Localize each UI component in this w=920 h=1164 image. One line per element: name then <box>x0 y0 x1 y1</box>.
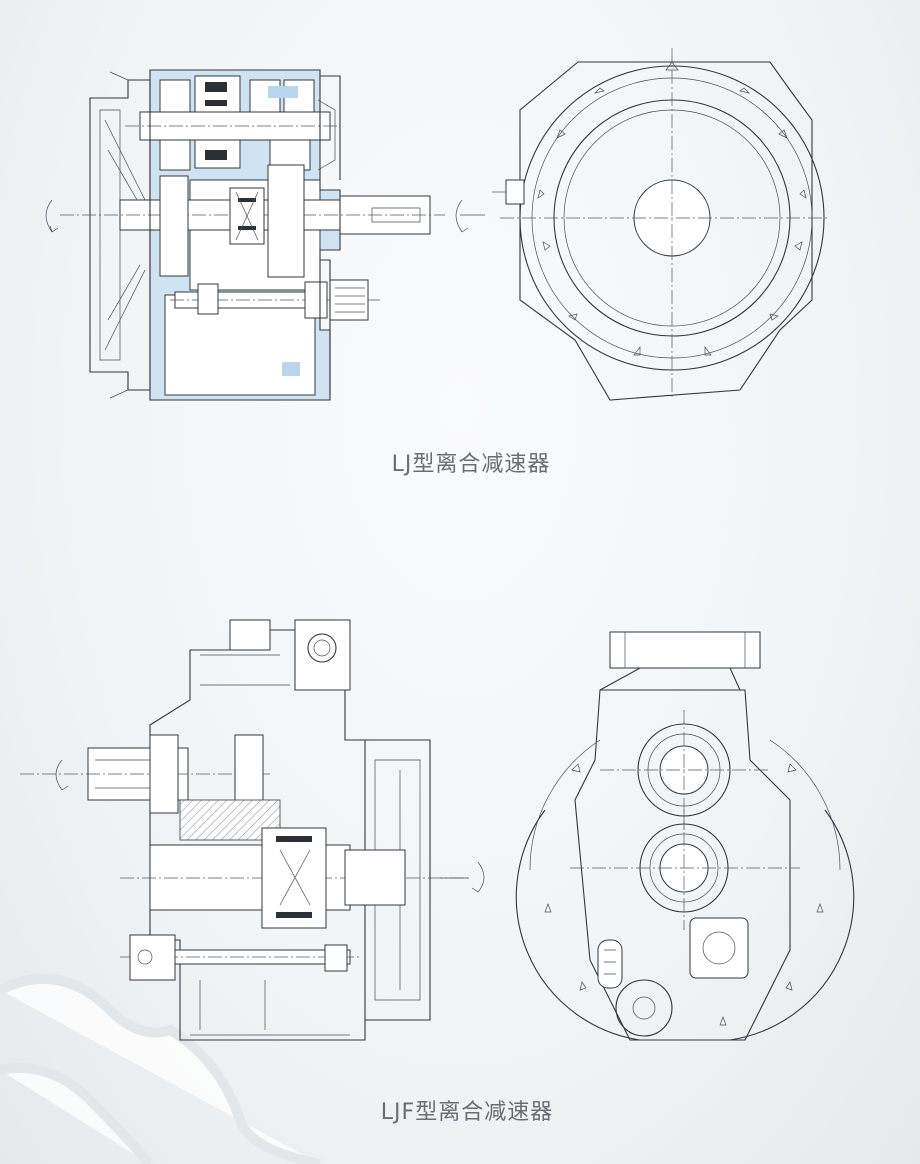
gear-watermark <box>0 973 321 1164</box>
lj-front-view <box>492 48 830 401</box>
ljf-caption: LJF型离合减速器 <box>380 1100 554 1125</box>
lj-caption: LJ型离合减速器 <box>391 452 551 477</box>
ljf-side-view <box>20 619 485 1041</box>
lj-side-view <box>45 69 485 401</box>
ljf-front-view <box>515 631 855 1041</box>
